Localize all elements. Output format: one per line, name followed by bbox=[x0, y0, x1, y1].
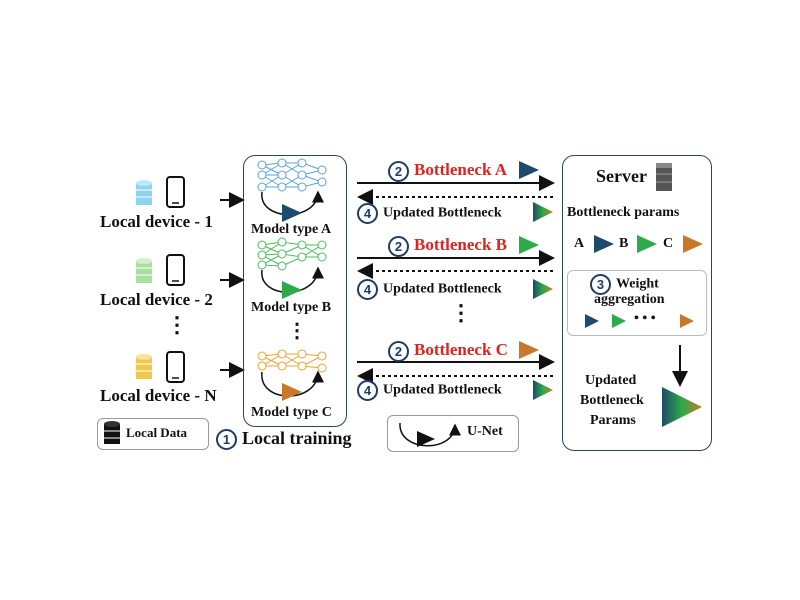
database-icon bbox=[136, 180, 152, 205]
bottleneck-a-icon bbox=[519, 161, 539, 179]
database-icon bbox=[136, 258, 152, 283]
bottleneck-a-icon bbox=[282, 204, 302, 222]
phone-icon bbox=[166, 176, 185, 208]
agg-a-icon bbox=[585, 314, 599, 328]
bottleneck-icon bbox=[417, 431, 435, 447]
step3-line2: aggregation bbox=[594, 292, 665, 307]
step1-number: 1 bbox=[216, 429, 237, 451]
weight-aggregation-box bbox=[567, 270, 707, 336]
bottleneck-b-icon bbox=[282, 281, 302, 299]
updated-params-line2: Bottleneck bbox=[580, 393, 644, 408]
device-1-label: Local device - 1 bbox=[100, 212, 213, 231]
device-2-label: Local device - 2 bbox=[100, 290, 213, 309]
flow-ellipsis: ⋮ bbox=[450, 300, 472, 325]
param-b-icon bbox=[637, 235, 657, 253]
neural-net-icon bbox=[257, 237, 327, 271]
neural-net-icon bbox=[257, 158, 327, 192]
vertical-ellipsis: ⋮ bbox=[166, 312, 188, 337]
server-title: Server bbox=[596, 166, 647, 186]
param-c-icon bbox=[683, 235, 703, 253]
bottleneck-b-icon bbox=[519, 236, 539, 254]
device-n-label: Local device - N bbox=[100, 386, 217, 405]
server-icon bbox=[656, 163, 672, 191]
updated-bottleneck-icon bbox=[533, 202, 553, 222]
local-data-legend bbox=[97, 418, 209, 450]
agg-dots: • • • bbox=[634, 311, 656, 326]
unet-curve bbox=[399, 422, 461, 447]
agg-b-icon bbox=[612, 314, 626, 328]
param-letter-b: B bbox=[619, 236, 629, 251]
updated-bottleneck-icon bbox=[533, 380, 553, 400]
database-icon bbox=[104, 421, 120, 444]
model-c-label: Model type C bbox=[251, 405, 332, 420]
param-letter-c: C bbox=[663, 236, 674, 251]
model-a-label: Model type A bbox=[251, 222, 332, 237]
bottleneck-c-label: Bottleneck C bbox=[414, 340, 508, 359]
updated-bottleneck-label: Updated Bottleneck bbox=[383, 382, 502, 398]
updated-params-line1: Updated bbox=[585, 373, 637, 388]
bottleneck-c-icon bbox=[282, 383, 302, 401]
updated-bottleneck-label: Updated Bottleneck bbox=[383, 281, 502, 297]
phone-icon bbox=[166, 351, 185, 383]
local-training-panel bbox=[243, 155, 347, 427]
bottleneck-a-label: Bottleneck A bbox=[414, 160, 508, 179]
bottleneck-c-icon bbox=[519, 341, 539, 359]
param-letter-a: A bbox=[574, 236, 585, 251]
updated-params-icon bbox=[662, 387, 702, 427]
unet-label: U-Net bbox=[467, 424, 503, 439]
bottleneck-b-label: Bottleneck B bbox=[414, 235, 508, 254]
updated-bottleneck-icon bbox=[533, 279, 553, 299]
param-a-icon bbox=[594, 235, 614, 253]
bottleneck-params-title: Bottleneck params bbox=[567, 205, 680, 220]
updated-bottleneck-label: Updated Bottleneck bbox=[383, 205, 502, 221]
neural-net-icon bbox=[257, 349, 327, 373]
database-icon bbox=[136, 354, 152, 379]
updated-params-line3: Params bbox=[590, 413, 636, 428]
server-panel bbox=[562, 155, 712, 451]
local-data-label: Local Data bbox=[126, 425, 188, 440]
model-ellipsis: ⋮ bbox=[287, 320, 307, 342]
model-b-label: Model type B bbox=[251, 300, 332, 315]
agg-c-icon bbox=[680, 314, 694, 328]
phone-icon bbox=[166, 254, 185, 286]
unet-legend bbox=[387, 415, 519, 452]
